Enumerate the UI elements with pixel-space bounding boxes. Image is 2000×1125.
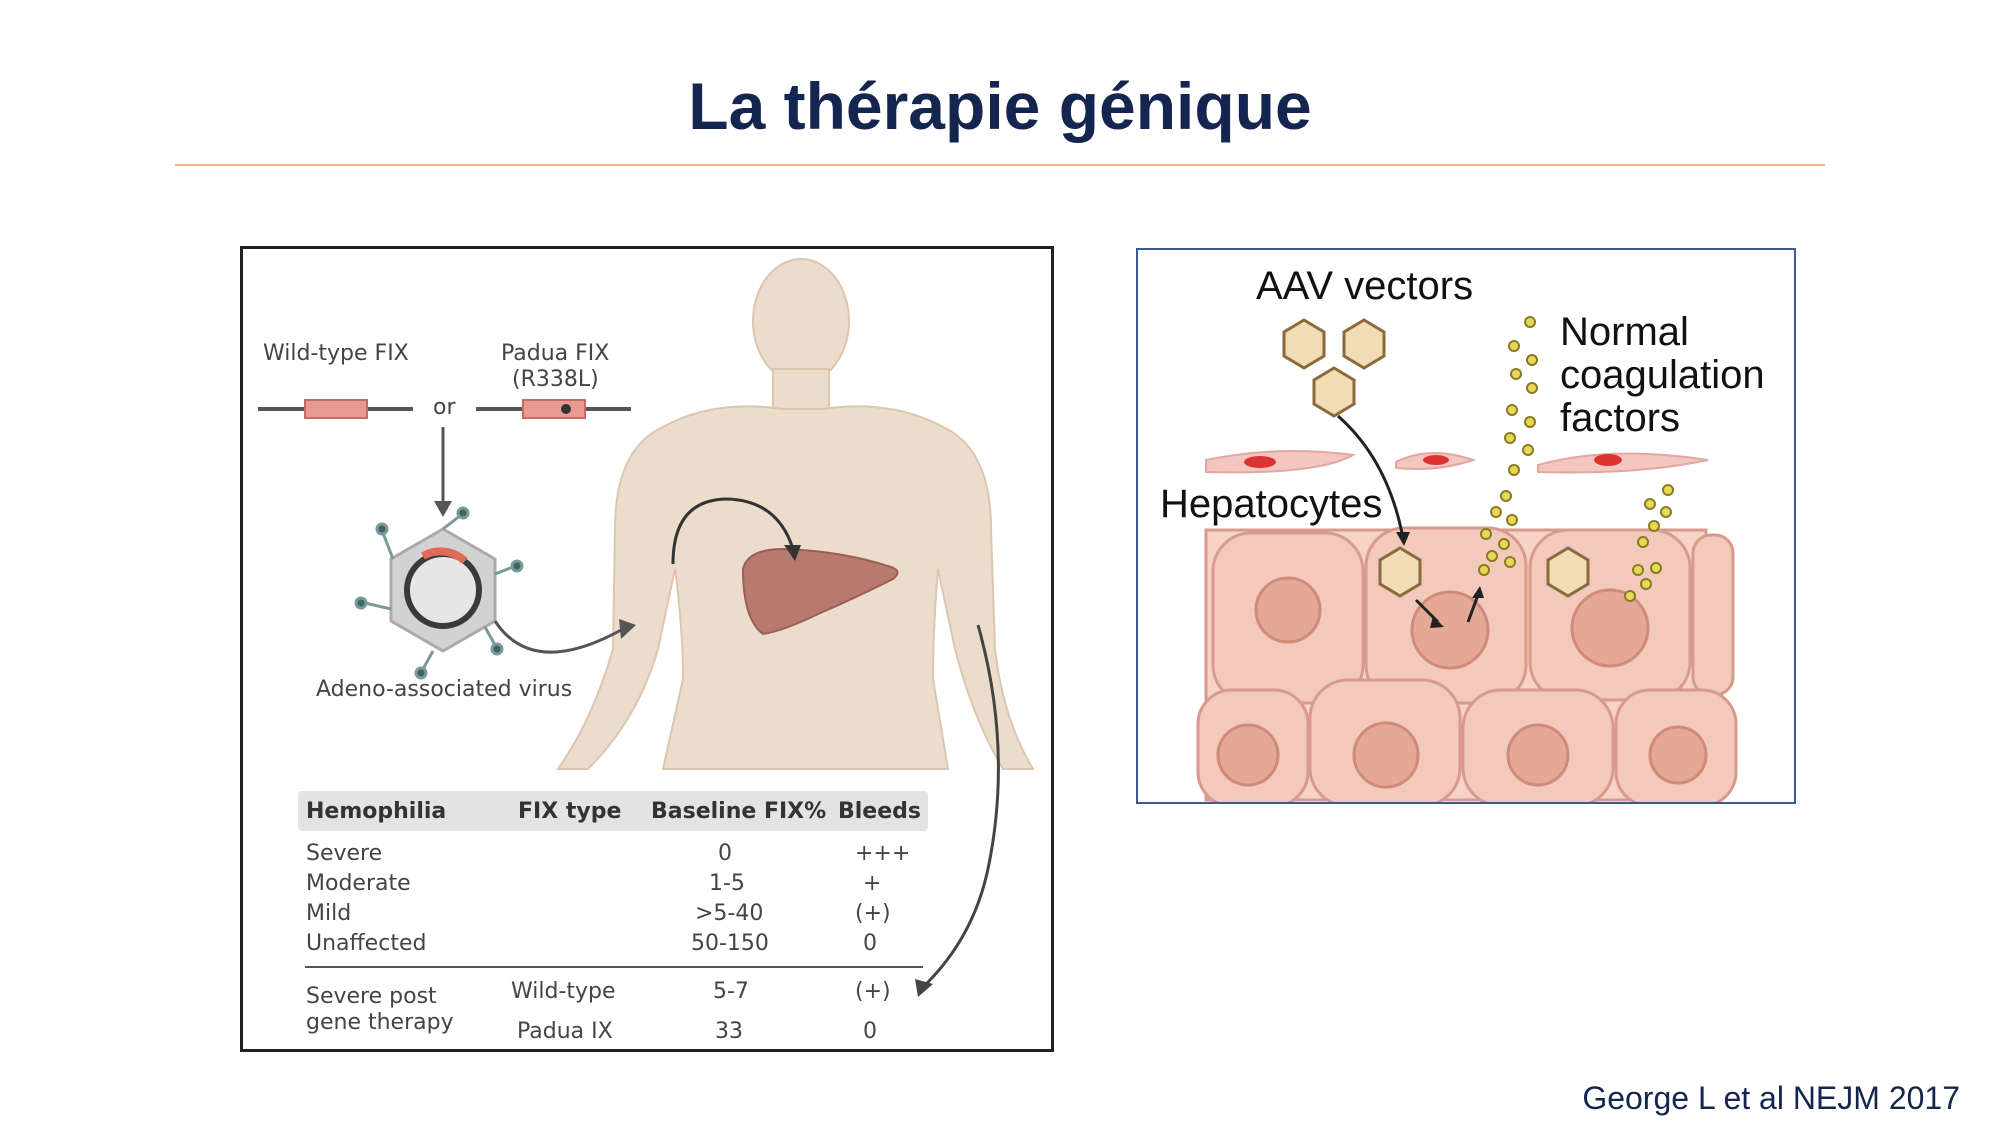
aav-vector-icon xyxy=(1282,318,1590,598)
row-bleeds: + xyxy=(863,871,882,896)
factors-label: factors xyxy=(1560,396,1681,440)
hepatocyte-illustration xyxy=(1196,316,1738,802)
post-therapy-label: Severe post xyxy=(306,984,437,1009)
virus-label: Adeno-associated virus xyxy=(316,677,573,702)
post-row-fix-type: Padua IX xyxy=(517,1019,613,1044)
row-bleeds: 0 xyxy=(863,931,877,956)
table-divider xyxy=(305,966,923,968)
padua-mutation-label: (R338L) xyxy=(512,367,599,392)
endothelial-cell-icon xyxy=(1205,450,1709,474)
gene-therapy-illustration xyxy=(258,258,1035,997)
post-row-baseline: 33 xyxy=(715,1019,743,1044)
arrow-virus-to-body-icon xyxy=(493,620,624,654)
cell-nucleus-icon xyxy=(1216,576,1708,789)
post-row-baseline: 5-7 xyxy=(713,979,749,1004)
row-baseline: 50-150 xyxy=(691,931,769,956)
row-bleeds: +++ xyxy=(855,841,911,866)
coagulation-factor-dot xyxy=(1478,316,1674,602)
human-body-illustration xyxy=(556,258,1035,770)
table-header: Hemophilia FIX type Baseline FIX% Bleeds xyxy=(298,791,928,831)
citation: George L et al NEJM 2017 xyxy=(1582,1080,1960,1116)
row-hemophilia: Severe xyxy=(306,841,383,866)
hepatocytes-label: Hepatocytes xyxy=(1160,482,1383,526)
wild-type-fix-label: Wild-type FIX xyxy=(263,341,409,366)
gene-therapy-figure: Wild-type FIX Padua FIX (R338L) or Adeno… xyxy=(240,246,1054,1052)
arrow-to-liver-icon xyxy=(671,497,795,565)
aav-virus-icon xyxy=(354,506,524,680)
header-fix-type: FIX type xyxy=(518,799,622,824)
factors-label: Normal xyxy=(1560,310,1689,354)
row-hemophilia: Unaffected xyxy=(306,931,427,956)
post-row-fix-type: Wild-type xyxy=(511,979,616,1004)
row-baseline: 1-5 xyxy=(709,871,745,896)
row-baseline: 0 xyxy=(718,841,732,866)
header-baseline: Baseline FIX% xyxy=(651,799,827,824)
title-divider xyxy=(175,164,1825,166)
aav-vectors-label: AAV vectors xyxy=(1256,264,1474,308)
liver-icon xyxy=(741,547,899,636)
factors-label: coagulation xyxy=(1560,353,1765,397)
row-hemophilia: Moderate xyxy=(306,871,411,896)
down-arrow-icon xyxy=(434,427,452,517)
wild-type-gene-icon xyxy=(258,399,413,419)
post-therapy-label: gene therapy xyxy=(306,1010,454,1035)
row-hemophilia: Mild xyxy=(306,901,352,926)
padua-fix-label: Padua FIX xyxy=(501,341,610,366)
row-bleeds: (+) xyxy=(855,901,891,926)
slide-title: La thérapie génique xyxy=(688,69,1312,143)
post-row-bleeds: (+) xyxy=(855,979,891,1004)
or-label: or xyxy=(433,395,456,420)
row-baseline: >5-40 xyxy=(695,901,764,926)
header-hemophilia: Hemophilia xyxy=(306,799,447,824)
header-bleeds: Bleeds xyxy=(838,799,921,824)
aav-mechanism-figure: AAV vectors Normal coagulation factors H… xyxy=(1136,248,1796,804)
arrow-to-table-icon xyxy=(921,624,1000,989)
post-row-bleeds: 0 xyxy=(863,1019,877,1044)
padua-gene-icon xyxy=(476,399,631,419)
